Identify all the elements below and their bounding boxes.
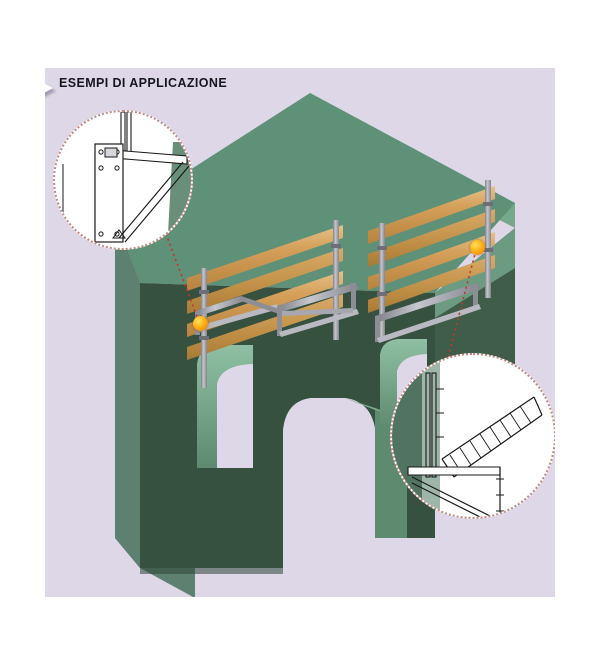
- ladder-detail-drawing: [392, 355, 543, 517]
- bracket-assembly-right: [375, 283, 481, 343]
- bracket-drop: [375, 316, 380, 342]
- bracket-bottom-rail: [377, 304, 481, 343]
- bracket-drop: [277, 306, 282, 336]
- post-collar: [483, 202, 493, 206]
- bracket-assembly-centre: [277, 283, 359, 337]
- window-reveal-left: [197, 345, 253, 468]
- bracket-tie: [198, 304, 279, 331]
- wall-left-face: [115, 218, 140, 568]
- bracket-bottom-rail: [279, 309, 359, 337]
- leader-line-left: [144, 177, 200, 323]
- bracket-drop: [473, 284, 478, 306]
- section-banner: ESEMPI DI APPLICAZIONE: [45, 68, 555, 104]
- bracket-plate-drawing: [62, 112, 191, 248]
- bracket-rail: [277, 283, 359, 312]
- wall-base-shadow: [140, 568, 283, 574]
- plank: [368, 186, 495, 244]
- guardrail-post: [333, 220, 339, 340]
- guardrail-post: [379, 223, 385, 338]
- page-title: ESEMPI DI APPLICAZIONE: [59, 76, 228, 90]
- bracket-diagonal: [241, 296, 279, 314]
- detail-marker-left[interactable]: [193, 316, 208, 331]
- plank: [187, 248, 343, 314]
- content-panel: ESEMPI DI APPLICAZIONE: [45, 68, 555, 597]
- post-collar: [199, 290, 209, 294]
- plank: [368, 209, 495, 267]
- illustration-stage: [45, 68, 555, 597]
- bracket-rail: [375, 283, 481, 322]
- bracket-brace: [282, 308, 353, 316]
- guardrail-right: [368, 180, 495, 338]
- triangle-right-icon: [45, 77, 53, 99]
- plank: [368, 255, 495, 313]
- plank: [368, 232, 495, 290]
- post-collar: [483, 248, 493, 252]
- plank: [187, 225, 343, 291]
- post-collar: [331, 244, 341, 248]
- guardrail-post: [485, 180, 491, 298]
- arched-opening: [283, 398, 435, 568]
- post-collar: [199, 336, 209, 340]
- detail-marker-right[interactable]: [470, 240, 485, 255]
- bracket-arm: [195, 296, 245, 316]
- bracket-drop: [351, 283, 356, 313]
- callout-ladder-detail: [390, 353, 555, 519]
- post-collar: [377, 292, 387, 296]
- post-collar: [377, 246, 387, 250]
- callout-bracket-plate-detail: [53, 110, 193, 250]
